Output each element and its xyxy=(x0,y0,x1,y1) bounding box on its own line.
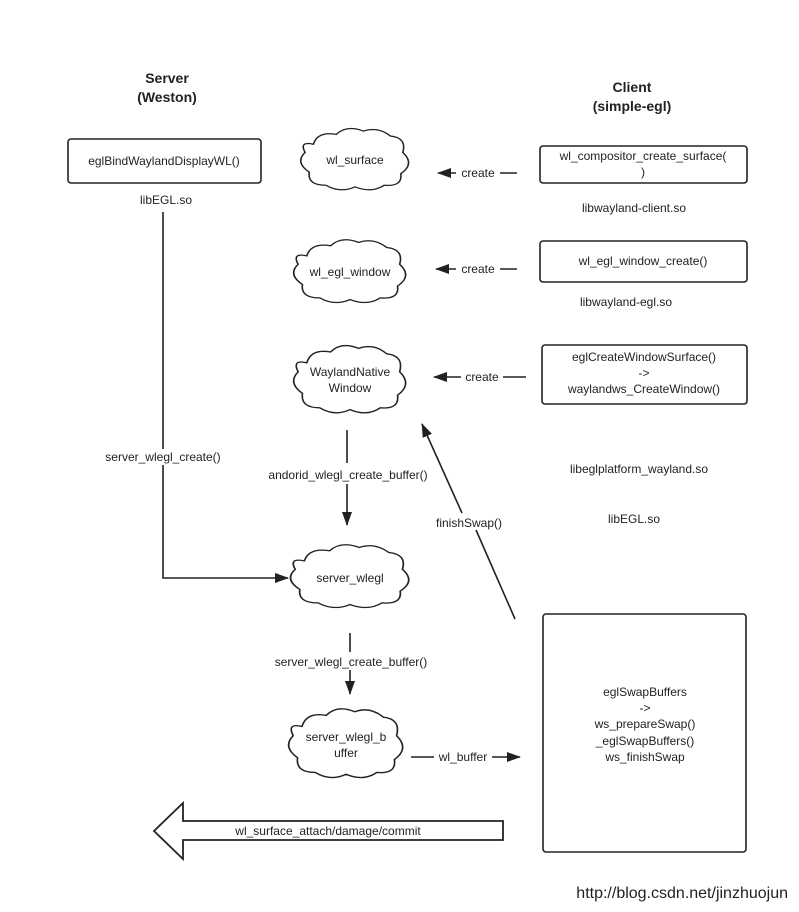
egl-swap-buffers-internal-label: _eglSwapBuffers() xyxy=(595,734,695,748)
wl-surface-cloud-label: wl_surface xyxy=(325,153,384,167)
egl-bind-wayland-display-label: eglBindWaylandDisplayWL() xyxy=(88,154,240,168)
server-create-buffer-label: server_wlegl_create_buffer() xyxy=(275,655,428,669)
server-header: Server xyxy=(145,70,189,86)
andorid-create-buffer-label: andorid_wlegl_create_buffer() xyxy=(268,468,427,482)
server-wlegl-buffer-label: server_wlegl_b xyxy=(306,730,387,744)
create-label-2: create xyxy=(461,262,495,276)
finish-swap-label: finishSwap() xyxy=(436,516,502,530)
libegl-client-label: libEGL.so xyxy=(608,512,660,526)
ws-prepare-swap-label: ws_prepareSwap() xyxy=(594,717,696,731)
server-wlegl-create-label: server_wlegl_create() xyxy=(105,450,220,464)
libwayland-client-label: libwayland-client.so xyxy=(582,201,686,215)
egl-swap-buffers-label: eglSwapBuffers xyxy=(603,685,687,699)
client-header-sub: (simple-egl) xyxy=(593,98,672,114)
libwayland-egl-label: libwayland-egl.so xyxy=(580,295,672,309)
server-header-sub: (Weston) xyxy=(137,89,197,105)
wayland-native-window-label-cont: Window xyxy=(329,381,372,395)
wayland-native-window-cloud xyxy=(292,344,407,414)
compositor-create-surface-box xyxy=(539,145,748,184)
client-header: Client xyxy=(613,79,652,95)
finish-swap-arrow-upper xyxy=(421,423,463,514)
finish-swap-arrow-lower xyxy=(475,529,516,620)
watermark: http://blog.csdn.net/jinzhuojun xyxy=(576,885,788,902)
create-label-3: create xyxy=(465,370,499,384)
ws-finish-swap-label: ws_finishSwap xyxy=(604,750,685,764)
compositor-create-surface-label: wl_compositor_create_surface( xyxy=(559,149,727,163)
egl-bind-wayland-display-box xyxy=(67,138,262,184)
egl-window-create-label: wl_egl_window_create() xyxy=(578,254,708,268)
server-wlegl-buffer-label-cont: uffer xyxy=(334,746,358,760)
wayland-native-window-label: WaylandNative xyxy=(310,365,391,379)
waylandws-create-window-label: waylandws_CreateWindow() xyxy=(567,382,720,396)
libeglplatform-wayland-label: libeglplatform_wayland.so xyxy=(570,462,708,476)
egl-create-window-surface-label: eglCreateWindowSurface() xyxy=(572,350,716,364)
libegl-server-label: libEGL.so xyxy=(140,193,192,207)
egl-create-window-surface-arrow-label: -> xyxy=(638,366,649,380)
surface-attach-label: wl_surface_attach/damage/commit xyxy=(234,824,421,838)
surface-attach-hollow-arrow xyxy=(152,800,504,862)
egl-swap-buffers-arrow-label: -> xyxy=(639,701,650,715)
egl-window-create-box xyxy=(539,240,748,283)
server-wlegl-create-label-bg xyxy=(96,449,232,465)
create-label-1: create xyxy=(461,166,495,180)
wl-buffer-label: wl_buffer xyxy=(438,750,487,764)
server-wlegl-create-arrow xyxy=(162,212,289,583)
compositor-create-surface-label-cont: ) xyxy=(641,165,645,179)
egl-swap-buffers-box xyxy=(542,613,747,853)
wl-egl-window-cloud-label: wl_egl_window xyxy=(309,265,391,279)
server-wlegl-cloud-label: server_wlegl xyxy=(316,571,383,585)
egl-create-window-surface-box xyxy=(541,344,748,405)
